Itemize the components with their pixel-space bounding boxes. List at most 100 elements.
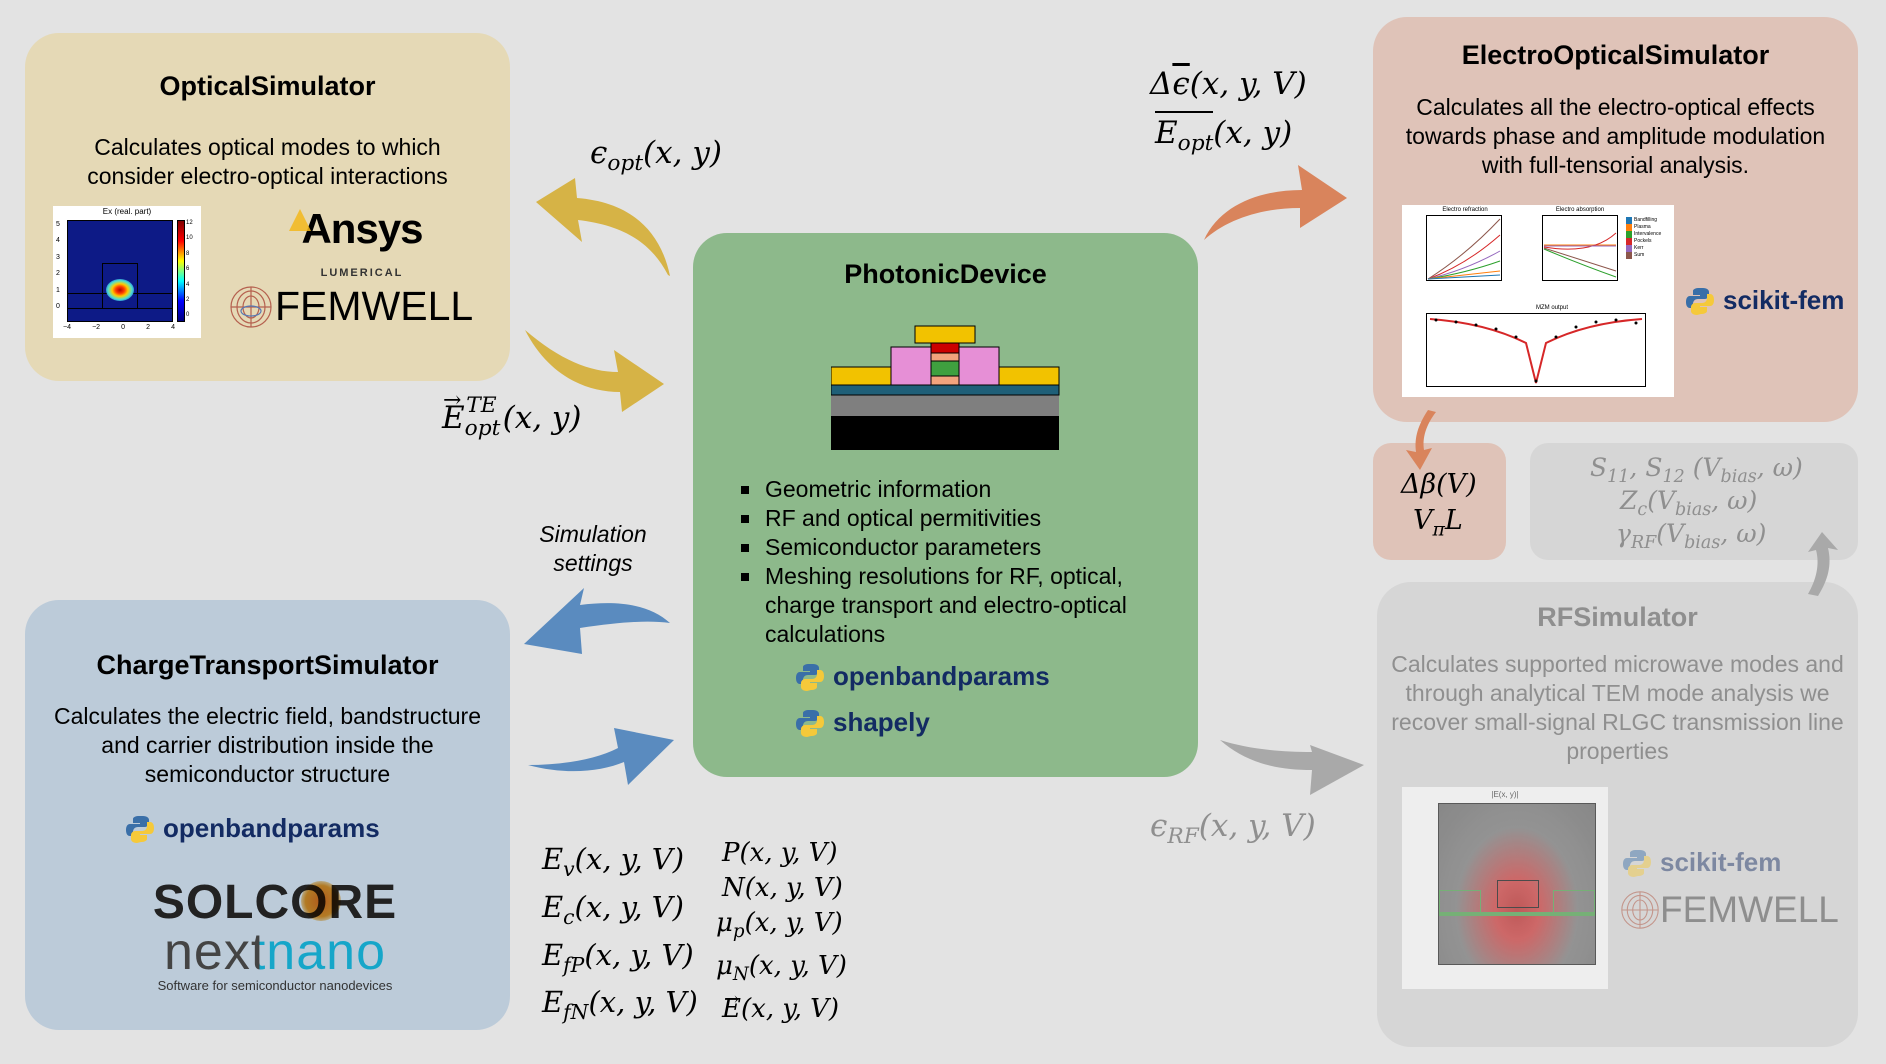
electro-optical-description: Calculates all the electro-optical effec…	[1405, 94, 1826, 178]
colorbar-tick: 10	[186, 235, 193, 242]
ec-label: Ec(x, y, V)	[542, 889, 684, 929]
femwell-icon	[230, 285, 272, 328]
optical-y-tick: 4	[56, 237, 60, 245]
v-pi-l-label: VπL	[1413, 505, 1463, 541]
bullet-item: RF and optical permitivities	[737, 504, 1167, 533]
sun-icon	[301, 881, 341, 921]
optical-y-tick: 2	[56, 270, 60, 278]
femwell-logo: FEMWELL	[1620, 889, 1839, 931]
e-opt-vector-label: Eopt(x, y)	[1155, 111, 1292, 156]
mu-n-label: μN(x, y, V)	[716, 951, 847, 986]
rf-simulator-panel: RFSimulator Calculates supported microwa…	[1377, 582, 1858, 1047]
optical-y-tick: 1	[56, 286, 60, 294]
openbandparams-package: openbandparams	[125, 813, 380, 844]
mzm-output-plot	[1426, 313, 1646, 387]
scikit-fem-package: scikit-fem	[1685, 285, 1844, 316]
efp-label: EfP(x, y, V)	[542, 937, 694, 977]
electro-absorption-plot	[1542, 215, 1618, 281]
colorbar-tick: 4	[186, 281, 190, 288]
plot-title: Electro refraction	[1442, 207, 1488, 213]
phase-output-panel: Δβ(V) VπL	[1373, 443, 1506, 560]
delta-eps-label: Δϵ(x, y, V)	[1150, 66, 1307, 102]
python-icon	[1623, 849, 1651, 877]
python-icon	[796, 663, 824, 691]
optical-x-tick: 2	[146, 324, 151, 331]
optical-simulator-title: OpticalSimulator	[159, 71, 376, 101]
photonic-device-bullets: Geometric information RF and optical per…	[737, 475, 1167, 649]
colorbar-tick: 6	[186, 266, 190, 273]
s-params-label: S11, S12 (Vbias, ω)	[1590, 453, 1803, 487]
bullet-item: Geometric information	[737, 475, 1167, 504]
bullet-item: Meshing resolutions for RF, optical, cha…	[737, 562, 1167, 649]
p-label: P(x, y, V)	[722, 838, 838, 868]
lumerical-logo: LUMERICAL	[320, 267, 404, 279]
efn-label: EfN(x, y, V)	[542, 985, 698, 1025]
nextnano-logo: nextnano	[164, 923, 386, 981]
electro-refraction-plot	[1426, 215, 1502, 281]
optical-x-tick: −2	[92, 324, 101, 331]
python-icon	[1686, 287, 1714, 315]
arrow-to-optical	[536, 178, 670, 276]
electro-optical-title: ElectroOpticalSimulator	[1461, 40, 1770, 70]
rf-simulator-description: Calculates supported microwave modes and…	[1391, 651, 1844, 764]
plot-title: MZM output	[1535, 305, 1568, 311]
colorbar-tick: 12	[186, 220, 193, 226]
optical-x-tick: 4	[171, 324, 175, 331]
legend-item: Sum	[1626, 252, 1661, 259]
colorbar	[177, 220, 185, 322]
python-icon	[126, 815, 154, 843]
photonic-device-title: PhotonicDevice	[844, 259, 1047, 289]
arrow-from-charge-transport	[528, 728, 674, 785]
charge-transport-description: Calculates the electric field, bandstruc…	[54, 703, 481, 787]
legend-item: Plasma	[1626, 224, 1661, 231]
legend: Bandfilling Plasma Intervalence Pockels …	[1626, 217, 1661, 259]
device-cross-section	[831, 325, 1060, 450]
simulation-settings-label: Simulation settings	[539, 521, 647, 576]
arrow-to-charge-transport	[524, 588, 670, 654]
bullet-item: Semiconductor parameters	[737, 533, 1167, 562]
electro-optical-panel: ElectroOpticalSimulator Calculates all t…	[1373, 17, 1858, 422]
shapely-package: shapely	[795, 707, 930, 738]
colorbar-tick: 2	[186, 297, 190, 304]
arrow-to-rf	[1220, 740, 1364, 795]
optical-x-tick: 0	[121, 324, 126, 331]
legend-item: Kerr	[1626, 245, 1661, 252]
n-label: N(x, y, V)	[722, 873, 843, 903]
e-field-label: →E(x, y, V)	[722, 989, 840, 1025]
gamma-rf-label: γRF(Vbias, ω)	[1616, 519, 1767, 553]
eps-opt-label: ϵopt(x, y)	[590, 135, 722, 177]
photonic-device-panel: PhotonicDevice Geometric information RF …	[693, 233, 1198, 777]
zc-label: Zc(Vbias, ω)	[1620, 486, 1758, 520]
openbandparams-package: openbandparams	[795, 661, 1050, 692]
nextnano-tagline: Software for semiconductor nanodevices	[157, 978, 393, 993]
mu-p-label: μp(x, y, V)	[716, 908, 843, 943]
femwell-icon	[1621, 891, 1659, 929]
legend-item: Intervalence	[1626, 231, 1661, 238]
colorbar-tick: 0	[186, 312, 190, 319]
ev-label: Ev(x, y, V)	[542, 842, 685, 881]
rf-plot-title: |E(x, y)|	[1491, 790, 1519, 799]
optical-mode-plot: Ex (real. part) 5 4 3 2 1 0 −4 −2 0 2 4 …	[53, 206, 201, 338]
optical-y-tick: 0	[56, 303, 60, 311]
legend-item: Bandfilling	[1626, 217, 1661, 224]
arrow-to-electro-optical	[1204, 165, 1347, 240]
rf-field-plot: |E(x, y)|	[1402, 787, 1608, 989]
scikit-fem-package: scikit-fem	[1622, 847, 1781, 878]
optical-y-tick: 3	[56, 253, 60, 261]
femwell-logo: FEMWELL	[229, 283, 473, 330]
band-outputs-left: Ev(x, y, V) Ec(x, y, V) EfP(x, y, V) EfN…	[542, 840, 698, 1031]
electro-optical-plots: Electro refraction Electro absorption Ba…	[1402, 205, 1674, 397]
solcore-logo: SOLCORE	[152, 876, 398, 929]
optical-x-tick: −4	[63, 324, 71, 331]
eps-rf-label: ϵRF(x, y, V)	[1150, 808, 1316, 850]
plot-title: Electro absorption	[1555, 207, 1605, 213]
delta-beta-label: Δβ(V)	[1401, 469, 1477, 500]
python-icon	[796, 709, 824, 737]
rf-simulator-title: RFSimulator	[1537, 602, 1698, 632]
legend-item: Pockels	[1626, 238, 1661, 245]
charge-transport-panel: ChargeTransportSimulator Calculates the …	[25, 600, 510, 1030]
colorbar-tick: 8	[186, 250, 190, 257]
charge-transport-title: ChargeTransportSimulator	[96, 650, 439, 680]
optical-plot-title: Ex (real. part)	[102, 207, 152, 216]
s-parameters-panel: S11, S12 (Vbias, ω) Zc(Vbias, ω) γRF(Vbi…	[1530, 443, 1858, 560]
